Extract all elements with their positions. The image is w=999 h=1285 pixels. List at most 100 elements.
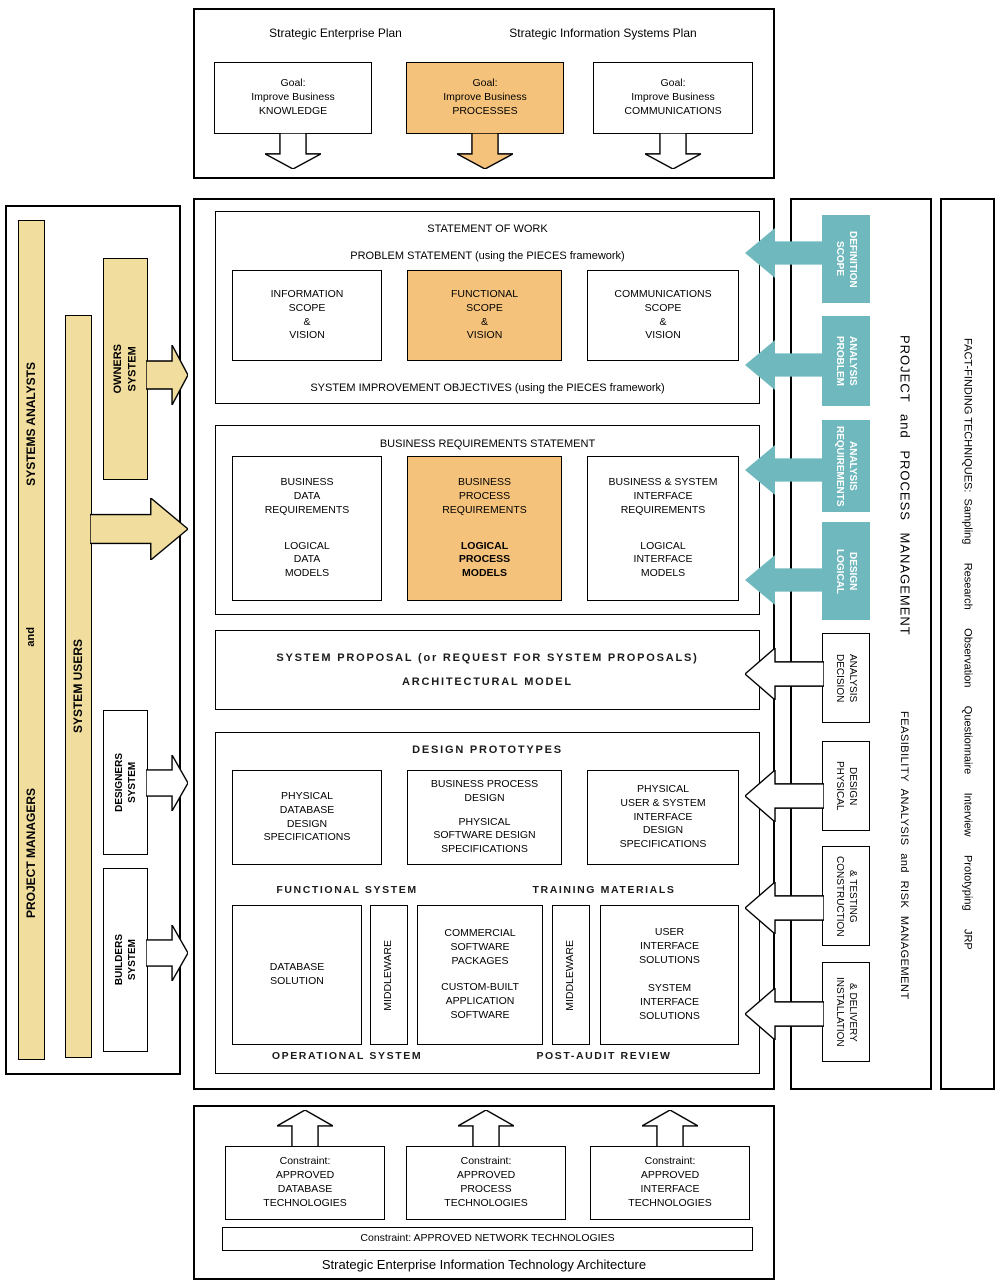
it-architecture-caption: Strategic Enterprise Information Technol… bbox=[321, 1257, 647, 1272]
business-data-requirements-box: BUSINESS DATA REQUIREMENTS LOGICAL DATA … bbox=[232, 456, 382, 601]
approved-process-technologies-box: Constraint: APPROVED PROCESS TECHNOLOGIE… bbox=[406, 1146, 566, 1220]
system-proposal-label: SYSTEM PROPOSAL (or REQUEST FOR SYSTEM P… bbox=[276, 652, 699, 664]
system-designers-label: SYSTEM DESIGNERS bbox=[113, 753, 138, 812]
phase-tab-problem-analysis: PROBLEM ANALYSIS bbox=[822, 316, 870, 406]
knowledge-down-arrow bbox=[265, 133, 321, 169]
middleware-right-box: MIDDLEWARE bbox=[552, 905, 590, 1045]
problem-analysis-label: PROBLEM ANALYSIS bbox=[834, 336, 858, 386]
system-owners-arrow bbox=[146, 345, 188, 405]
approved-database-technologies-box: Constraint: APPROVED DATABASE TECHNOLOGI… bbox=[225, 1146, 385, 1220]
scope-definition-arrow bbox=[745, 228, 824, 278]
fact-finding-section: FACT-FINDING TECHNIQUES: Sampling Resear… bbox=[940, 198, 995, 1090]
phase-tab-requirements-analysis: REQUIREMENTS ANALYSIS bbox=[822, 420, 870, 512]
communications-scope-box: COMMUNICATIONS SCOPE & VISION bbox=[587, 270, 739, 361]
interface-solutions-box: USER INTERFACE SOLUTIONS SYSTEM INTERFAC… bbox=[600, 905, 739, 1045]
project-managers-systems-analysts-bar: SYSTEMS ANALYSTS and PROJECT MANAGERS bbox=[18, 220, 45, 1060]
system-builders-arrow bbox=[146, 925, 188, 981]
database-solution-box: DATABASE SOLUTION bbox=[232, 905, 362, 1045]
software-packages-box: COMMERCIAL SOFTWARE PACKAGES CUSTOM-BUIL… bbox=[417, 905, 543, 1045]
system-owners-label: SYSTEM OWNERS bbox=[112, 344, 139, 394]
installation-delivery-label: INSTALLATION & DELIVERY bbox=[834, 977, 858, 1047]
physical-database-design-box: PHYSICAL DATABASE DESIGN SPECIFICATIONS bbox=[232, 770, 382, 865]
system-builders-box: SYSTEM BUILDERS bbox=[103, 868, 148, 1052]
physical-software-design-label: PHYSICAL SOFTWARE DESIGN SPECIFICATIONS bbox=[433, 815, 536, 856]
system-users-bar: SYSTEM USERS bbox=[65, 315, 92, 1058]
business-process-design-label: BUSINESS PROCESS DESIGN bbox=[430, 777, 539, 804]
phase-tab-construction-testing: CONSTRUCTION & TESTING bbox=[822, 846, 870, 946]
middleware-left-box: MIDDLEWARE bbox=[370, 905, 408, 1045]
statement-of-work-label: STATEMENT OF WORK bbox=[427, 223, 548, 235]
systems-analysts-label: SYSTEMS ANALYSTS bbox=[23, 362, 38, 486]
processes-down-arrow bbox=[457, 133, 513, 169]
system-users-label: SYSTEM USERS bbox=[70, 639, 85, 734]
phase-tab-logical-design: LOGICAL DESIGN bbox=[822, 522, 870, 620]
construction-testing-arrow bbox=[745, 882, 824, 934]
decision-analysis-arrow bbox=[745, 648, 824, 700]
commercial-software-label: COMMERCIAL SOFTWARE PACKAGES bbox=[444, 927, 516, 968]
system-designers-box: SYSTEM DESIGNERS bbox=[103, 710, 148, 855]
operational-system-label: OPERATIONAL SYSTEM bbox=[271, 1050, 423, 1062]
architectural-model-label: ARCHITECTURAL MODEL bbox=[402, 676, 573, 688]
communications-down-arrow bbox=[645, 133, 701, 169]
phase-tab-decision-analysis: DECISION ANALYSIS bbox=[822, 633, 870, 723]
phase-tab-scope-definition: SCOPE DEFINITION bbox=[822, 215, 870, 303]
system-proposal-box: SYSTEM PROPOSAL (or REQUEST FOR SYSTEM P… bbox=[215, 630, 760, 710]
system-users-arrow bbox=[90, 498, 188, 560]
feasibility-risk-label: FEASIBILITY ANALYSIS and RISK MANAGEMENT bbox=[898, 710, 911, 1000]
decision-analysis-label: DECISION ANALYSIS bbox=[834, 653, 858, 703]
training-materials-label: TRAINING MATERIALS bbox=[532, 884, 676, 896]
middleware-right-label: MIDDLEWARE bbox=[564, 939, 577, 1011]
project-process-management-label: PROJECT and PROCESS MANAGEMENT bbox=[897, 334, 913, 636]
info-systems-plan-title: Strategic Information Systems Plan bbox=[509, 26, 697, 40]
functional-scope-box: FUNCTIONAL SCOPE & VISION bbox=[407, 270, 562, 361]
database-up-arrow bbox=[277, 1110, 333, 1148]
feasibility-risk-label-wrap: FEASIBILITY ANALYSIS and RISK MANAGEMENT bbox=[888, 655, 920, 1055]
business-process-requirements-label: BUSINESS PROCESS REQUIREMENTS bbox=[442, 475, 527, 516]
installation-delivery-arrow bbox=[745, 988, 824, 1040]
fact-finding-label: FACT-FINDING TECHNIQUES: Sampling Resear… bbox=[961, 338, 974, 950]
interface-requirements-label: BUSINESS & SYSTEM INTERFACE REQUIREMENTS bbox=[608, 475, 718, 516]
interface-up-arrow bbox=[642, 1110, 698, 1148]
physical-design-arrow bbox=[745, 770, 824, 822]
system-interface-solutions-label: SYSTEM INTERFACE SOLUTIONS bbox=[639, 982, 700, 1022]
and-label: and bbox=[25, 627, 38, 647]
problem-statement-label: PROBLEM STATEMENT (using the PIECES fram… bbox=[350, 250, 625, 262]
construction-testing-label: CONSTRUCTION & TESTING bbox=[834, 855, 858, 937]
goal-knowledge-box: Goal: Improve Business KNOWLEDGE bbox=[214, 62, 372, 134]
information-scope-box: INFORMATION SCOPE & VISION bbox=[232, 270, 382, 361]
system-owners-box: SYSTEM OWNERS bbox=[103, 258, 148, 480]
logical-design-arrow bbox=[745, 555, 824, 605]
business-data-requirements-label: BUSINESS DATA REQUIREMENTS bbox=[264, 475, 350, 516]
functional-system-label: FUNCTIONAL SYSTEM bbox=[276, 884, 418, 896]
logical-design-label: LOGICAL DESIGN bbox=[834, 548, 858, 594]
logical-process-models-label: LOGICAL PROCESS MODELS bbox=[458, 539, 511, 580]
requirements-analysis-arrow bbox=[745, 445, 824, 495]
physical-interface-design-box: PHYSICAL USER & SYSTEM INTERFACE DESIGN … bbox=[587, 770, 739, 865]
user-interface-solutions-label: USER INTERFACE SOLUTIONS bbox=[639, 926, 700, 967]
physical-design-label: PHYSICAL DESIGN bbox=[834, 761, 858, 811]
phase-tab-physical-design: PHYSICAL DESIGN bbox=[822, 741, 870, 831]
middleware-left-label: MIDDLEWARE bbox=[382, 939, 395, 1011]
scope-definition-label: SCOPE DEFINITION bbox=[834, 230, 858, 288]
problem-analysis-arrow bbox=[745, 340, 824, 390]
goal-communications-box: Goal: Improve Business COMMUNICATIONS bbox=[593, 62, 753, 134]
design-prototypes-label: DESIGN PROTOTYPES bbox=[412, 744, 563, 756]
enterprise-plan-title: Strategic Enterprise Plan bbox=[269, 26, 402, 40]
process-up-arrow bbox=[458, 1110, 514, 1148]
post-audit-review-label: POST-AUDIT REVIEW bbox=[536, 1050, 672, 1062]
system-builders-label: SYSTEM BUILDERS bbox=[113, 934, 138, 986]
project-managers-label: PROJECT MANAGERS bbox=[23, 787, 38, 918]
interface-requirements-box: BUSINESS & SYSTEM INTERFACE REQUIREMENTS… bbox=[587, 456, 739, 601]
phase-tab-installation-delivery: INSTALLATION & DELIVERY bbox=[822, 962, 870, 1062]
project-process-management-label-wrap: PROJECT and PROCESS MANAGEMENT bbox=[886, 320, 922, 650]
approved-network-technologies-box: Constraint: APPROVED NETWORK TECHNOLOGIE… bbox=[222, 1227, 753, 1251]
approved-interface-technologies-box: Constraint: APPROVED INTERFACE TECHNOLOG… bbox=[590, 1146, 750, 1220]
goal-processes-box: Goal: Improve Business PROCESSES bbox=[406, 62, 564, 134]
system-designers-arrow bbox=[146, 755, 188, 811]
business-process-design-box: BUSINESS PROCESS DESIGN PHYSICAL SOFTWAR… bbox=[407, 770, 562, 865]
business-process-requirements-box: BUSINESS PROCESS REQUIREMENTS LOGICAL PR… bbox=[407, 456, 562, 601]
custom-software-label: CUSTOM-BUILT APPLICATION SOFTWARE bbox=[441, 981, 519, 1021]
business-requirements-title: BUSINESS REQUIREMENTS STATEMENT bbox=[379, 438, 596, 450]
requirements-analysis-label: REQUIREMENTS ANALYSIS bbox=[834, 425, 858, 507]
